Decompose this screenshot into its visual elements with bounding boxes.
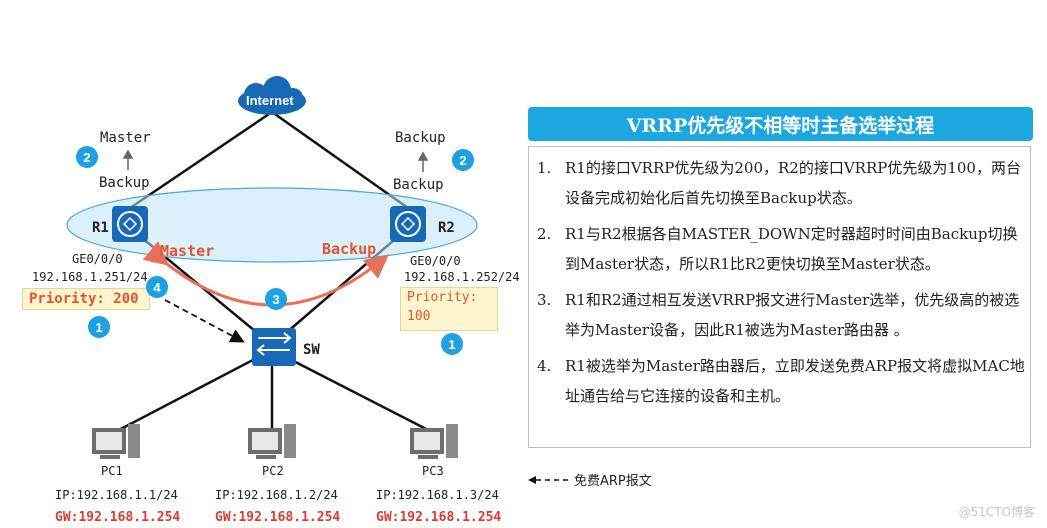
- step-badge-2-right: 2: [452, 149, 474, 171]
- r2-state-top: Backup: [395, 130, 446, 146]
- router-r2-icon: [390, 206, 426, 242]
- internet-label: Internet: [246, 93, 294, 108]
- step-text: R1与R2根据各自MASTER_DOWN定时器超时时间由Backup切换到Mas…: [565, 225, 1018, 273]
- step-badge-3: 3: [265, 288, 287, 310]
- step-number: 4.: [537, 357, 552, 375]
- pc3-gw: GW:192.168.1.254: [376, 510, 502, 525]
- r2-name: R2: [438, 220, 455, 236]
- step-item: 2. R1与R2根据各自MASTER_DOWN定时器超时时间由Backup切换到…: [537, 219, 1025, 279]
- pc1-icon: [92, 424, 140, 459]
- pc2-gw: GW:192.168.1.254: [215, 510, 341, 525]
- step-badge-2-left: 2: [76, 146, 98, 168]
- pc3-icon: [410, 424, 458, 459]
- router-r1-icon: [112, 206, 148, 242]
- r1-interface: GE0/0/0: [72, 252, 123, 266]
- step-item: 4. R1被选举为Master路由器后，立即发送免费ARP报文将虚拟MAC地址通…: [537, 351, 1025, 411]
- pc2-ip: IP:192.168.1.2/24: [215, 488, 338, 502]
- step-badge-1-right: 1: [441, 333, 463, 355]
- pc1-name: PC1: [101, 464, 123, 478]
- steps-panel: 1. R1的接口VRRP优先级为200，R2的接口VRRP优先级为100，两台设…: [528, 146, 1031, 448]
- watermark: @51CTO博客: [958, 505, 1035, 519]
- r2-priority: Priority: 100: [400, 287, 498, 331]
- step-number: 2.: [537, 225, 552, 243]
- legend-label: 免费ARP报文: [574, 474, 652, 489]
- pc3-ip: IP:192.168.1.3/24: [376, 488, 499, 502]
- r1-ip: 192.168.1.251/24: [32, 270, 148, 284]
- pc2-icon: [248, 424, 296, 459]
- step-badge-4: 4: [146, 276, 168, 298]
- r1-state-top: Master: [100, 130, 151, 146]
- gratuitous-arp-arrow: [164, 299, 245, 343]
- pc3-name: PC3: [422, 464, 444, 478]
- switch-icon: [252, 328, 296, 366]
- r2-state-bottom: Backup: [393, 177, 444, 193]
- r2-priority-line1: Priority:: [407, 290, 478, 305]
- r1-link-state: Master: [160, 242, 215, 260]
- r2-ip: 192.168.1.252/24: [404, 270, 520, 284]
- network-topology: [66, 76, 478, 459]
- switch-name: SW: [303, 342, 320, 358]
- pc1-gw: GW:192.168.1.254: [55, 510, 181, 525]
- r2-priority-line2: 100: [407, 309, 431, 324]
- dashed-arrow-icon: [528, 475, 568, 484]
- step-badge-1-left: 1: [88, 316, 110, 338]
- step-item: 1. R1的接口VRRP优先级为200，R2的接口VRRP优先级为100，两台设…: [537, 153, 1025, 213]
- step-number: 3.: [537, 291, 552, 309]
- pc2-name: PC2: [262, 464, 284, 478]
- r1-state-bottom: Backup: [99, 175, 150, 191]
- step-item: 3. R1和R2通过相互发送VRRP报文进行Master选举，优先级高的被选举为…: [537, 285, 1025, 345]
- panel-title: VRRP优先级不相等时主备选举过程: [528, 107, 1033, 141]
- step-text: R1的接口VRRP优先级为200，R2的接口VRRP优先级为100，两台设备完成…: [565, 159, 1021, 207]
- pc1-ip: IP:192.168.1.1/24: [55, 488, 178, 502]
- step-number: 1.: [537, 159, 552, 177]
- legend: 免费ARP报文: [528, 470, 652, 489]
- r1-priority: Priority: 200: [22, 288, 150, 310]
- step-text: R1被选举为Master路由器后，立即发送免费ARP报文将虚拟MAC地址通告给与…: [565, 357, 1025, 405]
- r2-interface: GE0/0/0: [410, 254, 461, 268]
- r1-name: R1: [92, 220, 109, 236]
- internet-cloud-icon: [238, 76, 306, 115]
- step-text: R1和R2通过相互发送VRRP报文进行Master选举，优先级高的被选举为Mas…: [565, 291, 1020, 339]
- r2-link-state: Backup: [322, 240, 377, 258]
